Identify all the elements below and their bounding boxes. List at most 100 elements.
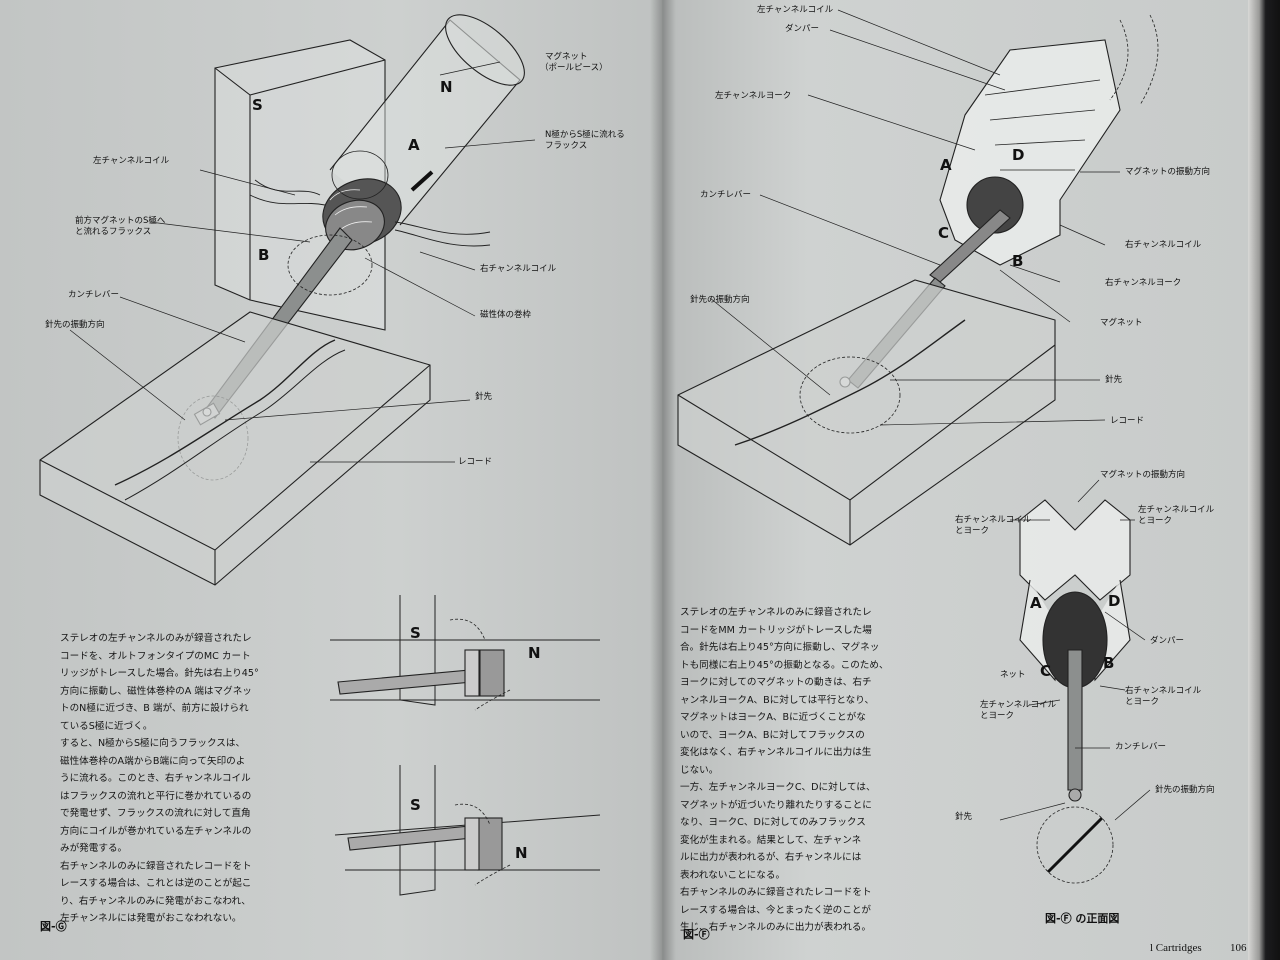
body-line: トも同様に右上り45°の振動となる。このため、 [680, 659, 889, 671]
body-line: 磁性体巻枠のA端からB端に向って矢印のよ [60, 755, 246, 767]
left-figure-label: 図-Ⓖ [40, 920, 67, 933]
r-label-mark-a: A [940, 156, 952, 174]
body-line: レースする場合は、今とまったく逆のことが [680, 904, 872, 916]
fv-label-right-coil-yoke-1: 右チャンネルコイル [955, 515, 1032, 525]
left-body-text: ステレオの左チャンネルのみが録音されたレコードを、オルトフォンタイプのMC カー… [60, 630, 320, 928]
body-line: 左チャンネルには発電がおこなわれない。 [60, 913, 242, 924]
r-label-mark-b: B [1012, 252, 1024, 270]
r-label-stylus-tip: 針先 [1105, 375, 1123, 385]
body-line: で発電せず、フラックスの流れに対して直角 [60, 808, 251, 819]
body-line: ャンネルヨークA、Bに対しては平行となり、 [680, 694, 875, 706]
front-view-vibration-circle [1036, 806, 1114, 884]
fv-label-left-coil-yoke-b1: 左チャンネルコイル [980, 700, 1057, 710]
r-label-cantilever: カンチレバー [700, 190, 752, 200]
body-line: り、右チャンネルのみに発電がおこなわれ、 [60, 895, 251, 907]
label-pole-n: N [440, 78, 453, 96]
body-line: ステレオの左チャンネルのみが録音されたレ [60, 633, 252, 644]
label-right-channel-coil: 右チャンネルコイル [480, 264, 557, 274]
body-line: リッジがトレースした場合。針先は右上り45° [60, 668, 259, 679]
label-magnetic-bobbin: 磁性体の巻枠 [480, 310, 532, 320]
fv-label-mark-a: A [1030, 594, 1042, 612]
r-label-stylus-vibration: 針先の振動方向 [690, 295, 750, 305]
body-line: ているS極に近づく。 [60, 720, 153, 732]
body-line: トのN極に近づき、B 端が、前方に設けられ [60, 703, 249, 714]
r-label-left-channel-coil: 左チャンネルコイル [757, 5, 834, 15]
fv-label-magnet-vibration: マグネットの振動方向 [1100, 470, 1186, 480]
front-view-caption: 図-Ⓕ の正面図 [1045, 912, 1120, 925]
r-label-left-channel-yoke: 左チャンネルヨーク [715, 91, 792, 101]
body-line: 合。針先は右上り45°方向に振動し、マグネッ [680, 642, 880, 653]
r-label-magnet: マグネット [1100, 318, 1143, 328]
r-label-right-channel-coil: 右チャンネルコイル [1125, 240, 1202, 250]
body-line: すると、N極からS極に向うフラックスは、 [60, 738, 246, 749]
body-line: マグネットが近づいたり離れたりすることに [680, 799, 872, 811]
fv-label-stylus-vibration: 針先の振動方向 [1155, 785, 1215, 795]
r-label-mark-c: C [938, 224, 950, 242]
fv-label-magnet-partial: ネット [1000, 670, 1026, 680]
body-line: ステレオの左チャンネルのみに録音されたレ [680, 607, 872, 618]
footer-text: l Cartridges [1150, 942, 1202, 954]
body-line: はフラックスの流れと平行に巻かれているの [60, 790, 252, 802]
left-illustration [40, 14, 525, 870]
label-record: レコード [458, 457, 493, 467]
body-line: 右チャンネルのみに録音されたレコードをト [60, 860, 252, 872]
body-line: 生じ、右チャンネルのみに出力が表われる。 [680, 922, 872, 933]
label-left-channel-coil: 左チャンネルコイル [93, 156, 170, 166]
r-label-mark-d: D [1012, 146, 1025, 164]
right-figure-label: 図-Ⓕ [683, 928, 710, 941]
label-pole-s: S [252, 96, 263, 114]
right-body-text: ステレオの左チャンネルのみに録音されたレコードをMM カートリッジがトレースした… [680, 604, 910, 937]
label-small-n-2: N [515, 844, 528, 862]
label-stylus-tip: 針先 [475, 392, 493, 402]
label-small-s-1: S [410, 624, 421, 642]
body-line: なり、ヨークC、Dに対してのみフラックス [680, 817, 866, 828]
body-line: マグネットはヨークA、Bに近づくことがな [680, 712, 866, 723]
front-view-cantilever [1067, 649, 1083, 791]
r-label-damper: ダンパー [785, 24, 820, 34]
body-line: コードをMM カートリッジがトレースした場 [680, 624, 872, 636]
body-line: 方向に振動し、磁性体巻枠のA 端はマグネッ [60, 685, 252, 697]
mm-cartridge-body [939, 39, 1121, 266]
body-line: 右チャンネルのみに録音されたレコードをト [680, 887, 872, 898]
fv-label-right-coil-yoke-b1: 右チャンネルコイル [1125, 686, 1202, 696]
fv-label-cantilever: カンチレバー [1115, 742, 1167, 752]
label-flux-n-to-s-2: フラックス [545, 141, 588, 151]
fv-label-stylus-tip: 針先 [955, 812, 973, 822]
page-number: 106 [1230, 942, 1247, 954]
fv-label-left-coil-yoke-2: とヨーク [1138, 516, 1173, 526]
body-line: 表われないことになる。 [680, 869, 786, 881]
label-stylus-vibration: 針先の振動方向 [45, 320, 105, 330]
fv-label-mark-d: D [1108, 592, 1121, 610]
s-pole-block [214, 39, 386, 331]
label-mark-a: A [408, 136, 420, 154]
body-line: みが発電する。 [60, 843, 128, 854]
r-label-right-channel-yoke: 右チャンネルヨーク [1105, 278, 1182, 288]
small-coil-1 [479, 649, 505, 697]
body-line: レースする場合は、これとは逆のことが起こ [60, 878, 252, 889]
fv-label-damper: ダンパー [1150, 636, 1185, 646]
book-gutter [650, 0, 676, 960]
fv-label-left-coil-yoke-1: 左チャンネルコイル [1138, 505, 1215, 515]
label-front-magnet-flux-1: 前方マグネットのS極へ [75, 216, 166, 226]
fv-label-right-coil-yoke-b2: とヨーク [1125, 697, 1160, 707]
body-line: ルに出力が表われるが、右チャンネルには [680, 852, 862, 863]
label-pole-piece: （ポールピース） [540, 63, 608, 73]
label-flux-n-to-s-1: N極からS極に流れる [545, 130, 625, 140]
body-line: 方向にコイルが巻かれている左チャンネルの [60, 825, 252, 837]
label-magnet: マグネット [545, 52, 588, 62]
body-line: 一方、左チャンネルヨークC、Dに対しては、 [680, 782, 876, 793]
r-label-magnet-vibration: マグネットの振動方向 [1125, 167, 1211, 177]
label-cantilever: カンチレバー [68, 290, 120, 300]
body-line: いので、ヨークA、Bに対してフラックスの [680, 729, 865, 741]
body-line: ヨークに対してのマグネットの動きは、右チ [680, 677, 872, 688]
r-label-record: レコード [1110, 416, 1145, 426]
label-front-magnet-flux-2: と流れるフラックス [75, 227, 152, 237]
label-small-n-1: N [528, 644, 541, 662]
body-line: 変化が生まれる。結果として、左チャンネ [680, 834, 862, 846]
fv-label-right-coil-yoke-2: とヨーク [955, 526, 990, 536]
book-edge [1248, 0, 1280, 960]
label-mark-b: B [258, 246, 270, 264]
body-line: うに流れる。このとき、右チャンネルコイル [60, 773, 251, 784]
fv-label-mark-c: C [1040, 662, 1052, 680]
